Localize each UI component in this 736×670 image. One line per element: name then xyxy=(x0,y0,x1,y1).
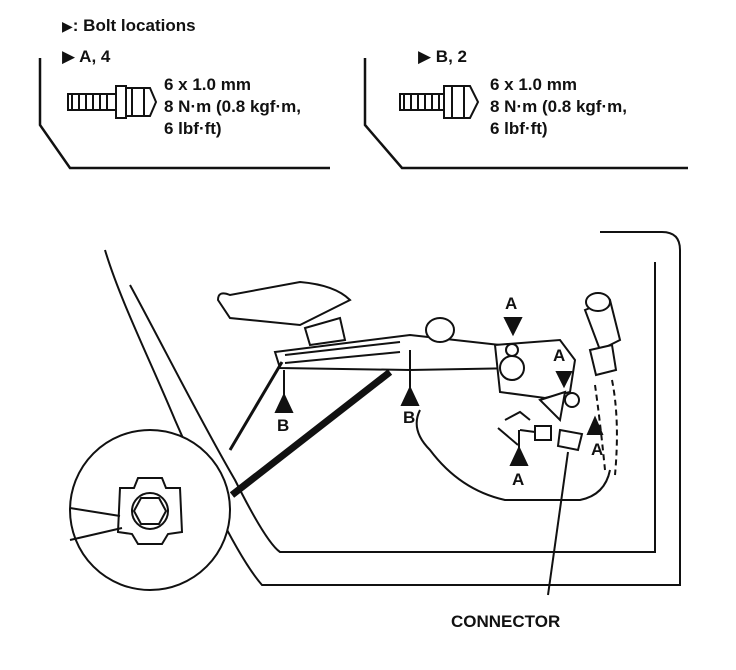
bolt-b-icon xyxy=(399,85,480,119)
callout-a-bottom: A xyxy=(512,470,525,489)
bolt-spec-b-torque-2: 6 lbf·ft) xyxy=(490,119,548,138)
detail-circle xyxy=(69,429,231,591)
bolt-spec-b: ▶ B, 2 6 x 1.0 mm 8 N·m (0.8 kgf·m, 6 lb… xyxy=(418,46,627,140)
bolt-spec-b-torque-1: 8 N·m (0.8 kgf·m, xyxy=(490,97,627,116)
legend-arrow-icon: ▶ xyxy=(62,18,73,34)
regulator-mechanism xyxy=(273,292,622,476)
callout-markers xyxy=(274,317,604,596)
callout-a-right: A xyxy=(591,440,604,459)
detail-leaders xyxy=(228,361,393,498)
bolt-spec-a-size: 6 x 1.0 mm xyxy=(164,75,251,94)
bolt-spec-b-size: 6 x 1.0 mm xyxy=(490,75,577,94)
connector-label: CONNECTOR xyxy=(451,612,561,631)
callout-b-left: B xyxy=(277,416,290,435)
bolt-spec-a: ▶ A, 4 6 x 1.0 mm 8 N·m (0.8 kgf·m, 6 lb… xyxy=(62,46,301,140)
bolt-spec-a-label: ▶ A, 4 xyxy=(62,47,111,66)
bolt-a-icon xyxy=(67,85,158,119)
callout-a-top: A xyxy=(505,294,518,313)
bolt-spec-b-label: ▶ B, 2 xyxy=(418,47,467,66)
callout-a-middle: A xyxy=(553,346,566,365)
callout-b-right: B xyxy=(403,408,416,427)
legend-title-text: : Bolt locations xyxy=(72,16,196,35)
bolt-spec-a-torque-2: 6 lbf·ft) xyxy=(164,119,222,138)
legend-title: ▶: Bolt locations xyxy=(62,16,196,36)
bolt-spec-a-torque-1: 8 N·m (0.8 kgf·m, xyxy=(164,97,301,116)
legend-frame xyxy=(38,58,688,170)
